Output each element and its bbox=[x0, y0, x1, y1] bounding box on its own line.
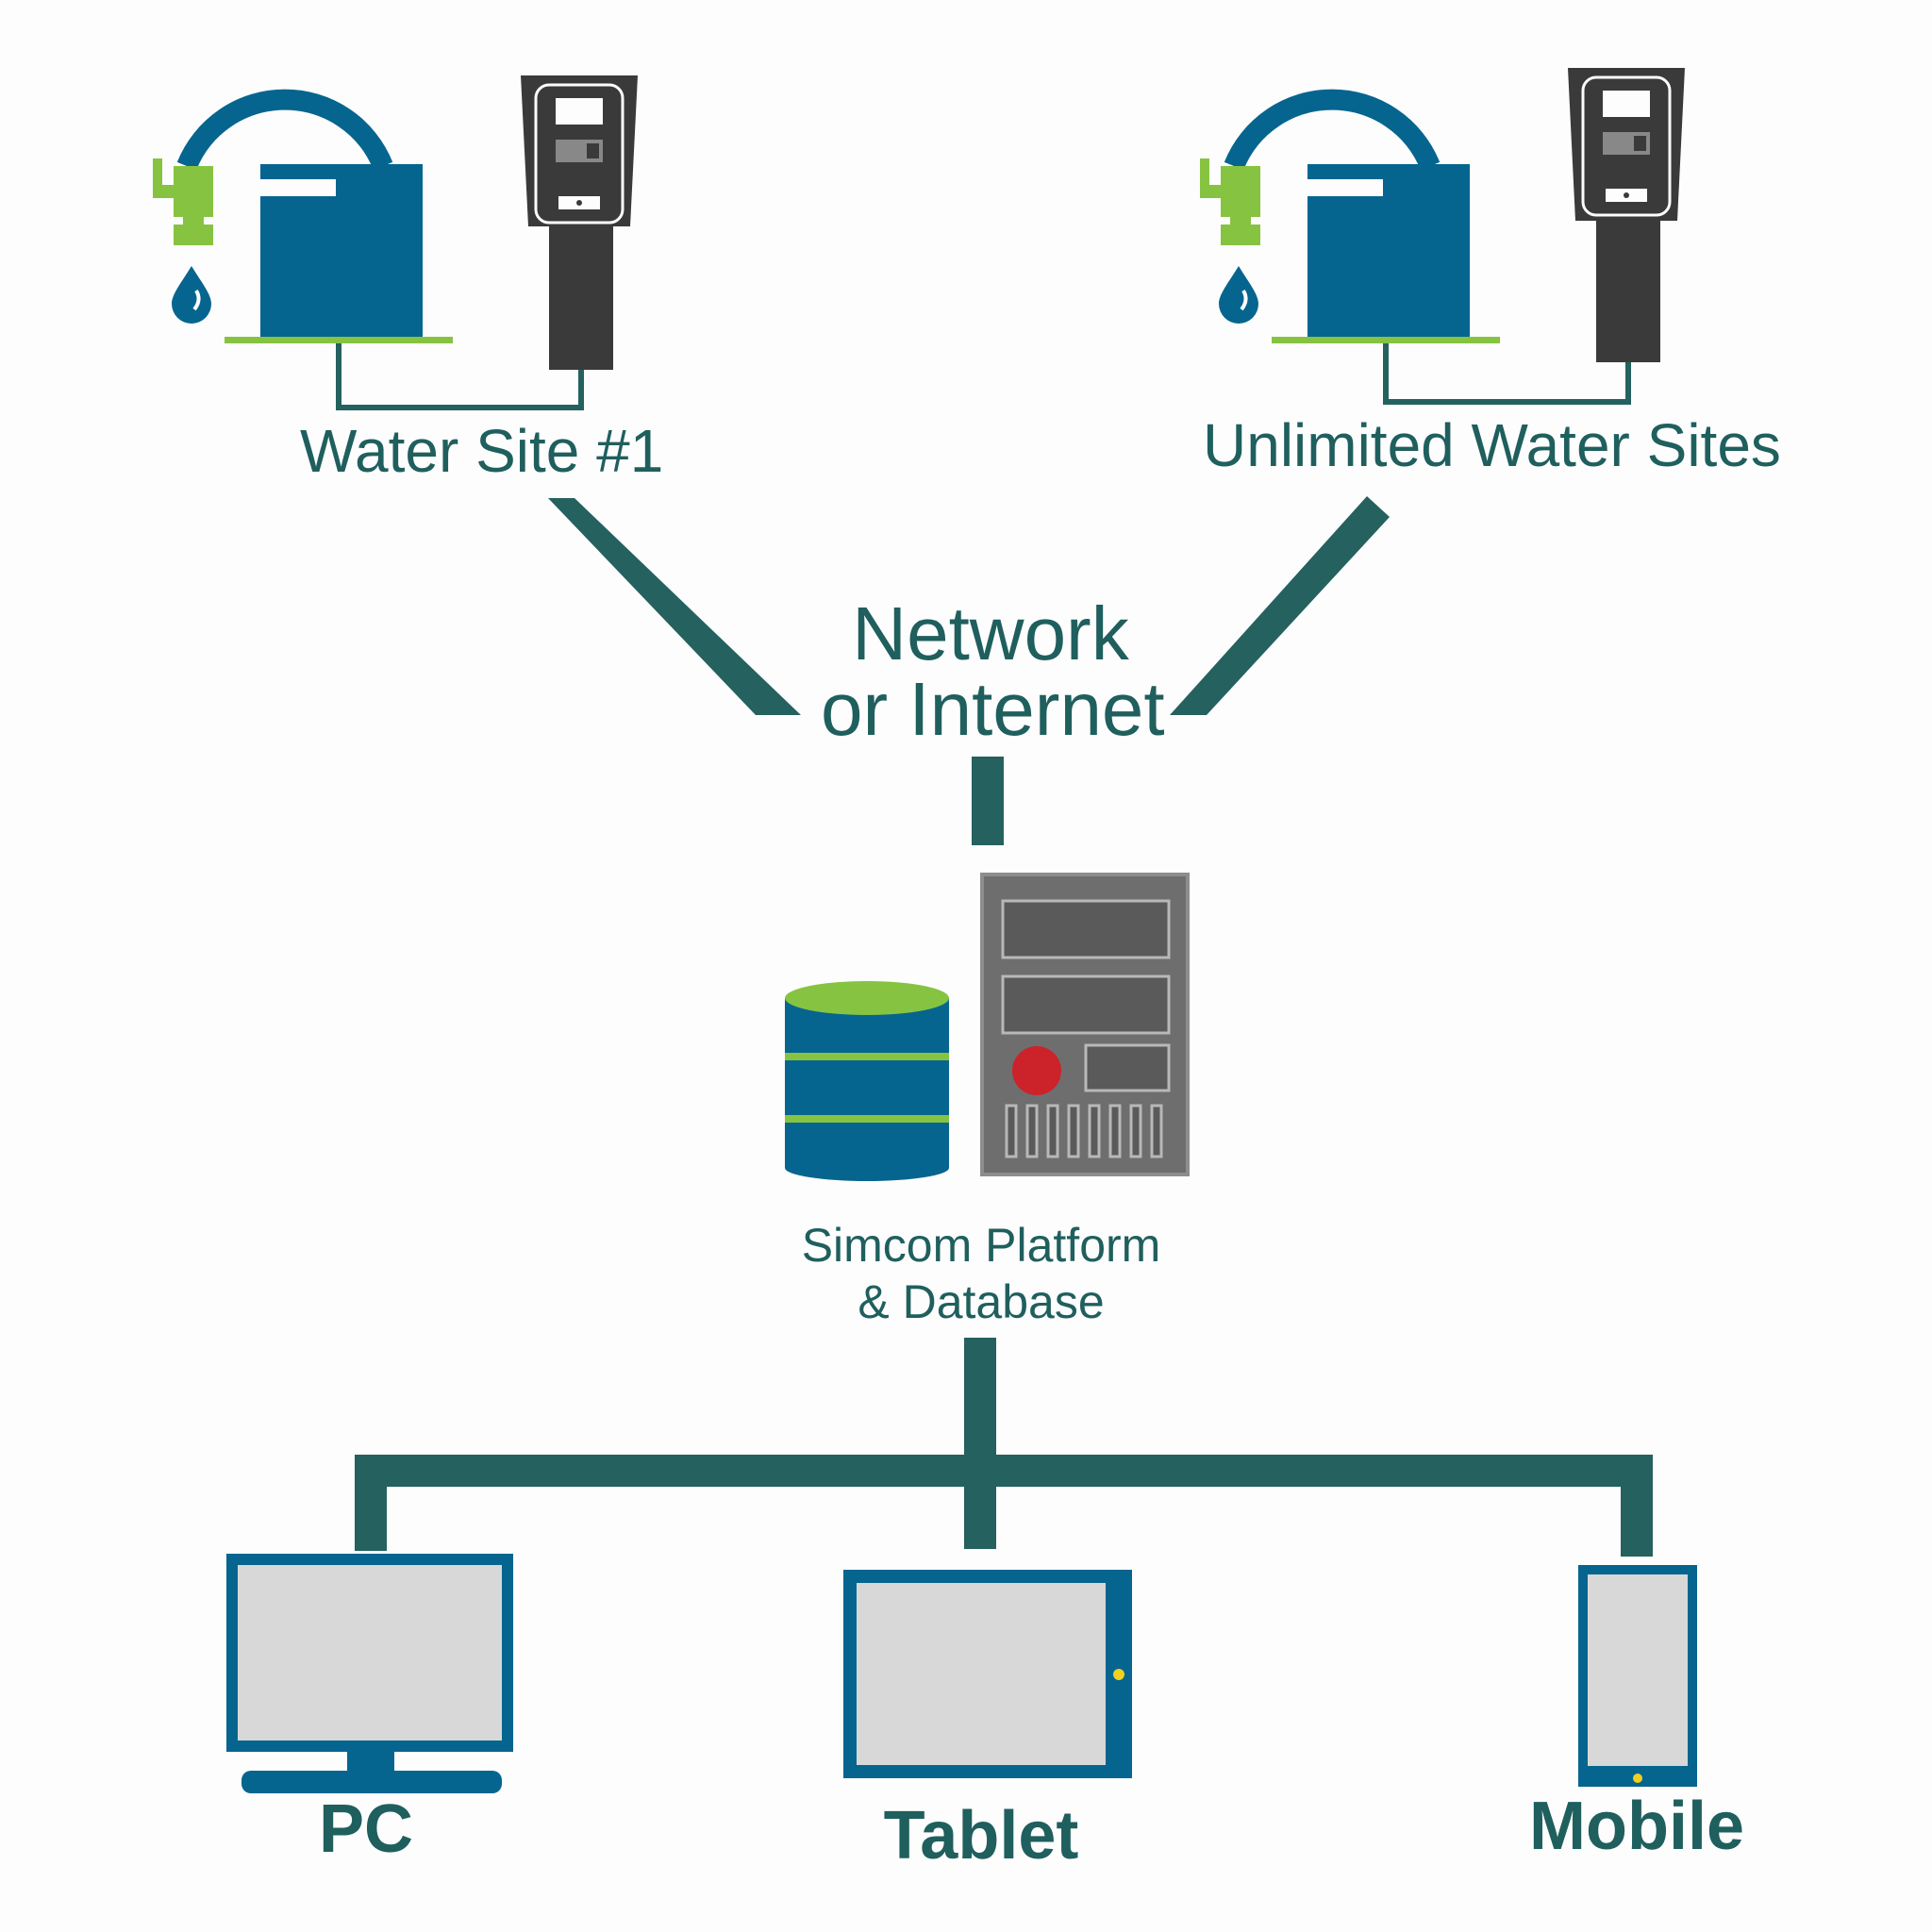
network-label: Network or Internet bbox=[821, 591, 1165, 751]
mobile-label: Mobile bbox=[1529, 1789, 1744, 1864]
pc-label: PC bbox=[318, 1791, 414, 1867]
mobile-icon bbox=[1578, 1565, 1697, 1787]
platform-label-line1: Simcom Platform bbox=[801, 1219, 1161, 1272]
tablet-icon bbox=[843, 1570, 1132, 1778]
water-site-1 bbox=[153, 75, 638, 410]
site2-label: Unlimited Water Sites bbox=[1203, 411, 1781, 479]
controller-icon bbox=[521, 75, 638, 370]
platform-label-line2: & Database bbox=[858, 1275, 1105, 1328]
water-drop-icon bbox=[1219, 266, 1258, 324]
valve-icon bbox=[153, 158, 213, 245]
water-site-2 bbox=[1200, 68, 1685, 405]
power-indicator-icon bbox=[1012, 1046, 1061, 1095]
site-link-wire bbox=[1383, 343, 1631, 405]
network-label-line2: or Internet bbox=[821, 667, 1165, 751]
site-base-line bbox=[225, 337, 453, 343]
pc-icon bbox=[226, 1554, 513, 1793]
site2-network-connector bbox=[1170, 496, 1390, 715]
site1-network-connector bbox=[548, 498, 801, 715]
network-platform-connector bbox=[972, 757, 1004, 845]
platform-label: Simcom Platform & Database bbox=[783, 1217, 1179, 1330]
database-icon bbox=[785, 981, 949, 1181]
site-link-wire bbox=[336, 343, 584, 410]
water-drop-icon bbox=[172, 266, 211, 324]
tablet-label: Tablet bbox=[883, 1798, 1079, 1874]
water-tank-icon bbox=[176, 89, 423, 340]
server-icon bbox=[980, 873, 1190, 1176]
device-connector-tree bbox=[355, 1338, 1653, 1557]
network-label-line1: Network bbox=[852, 591, 1129, 675]
controller-icon bbox=[1568, 68, 1685, 362]
valve-icon bbox=[1200, 158, 1260, 245]
site-base-line bbox=[1272, 337, 1500, 343]
water-tank-icon bbox=[1224, 89, 1470, 340]
site1-label: Water Site #1 bbox=[300, 417, 664, 485]
